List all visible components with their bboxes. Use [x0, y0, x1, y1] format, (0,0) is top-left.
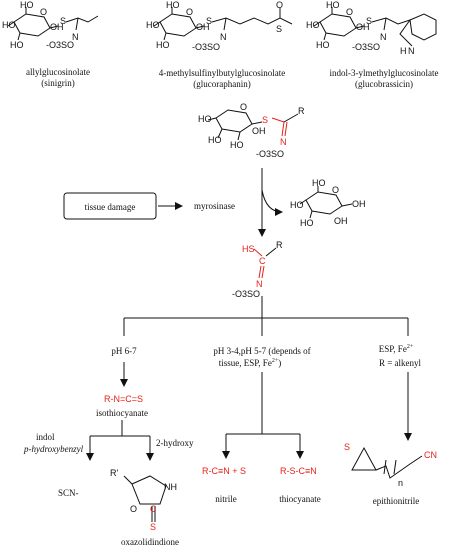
- tissue-damage-box: [63, 192, 157, 220]
- condition-right-line1-group: ESP, Fe2+: [379, 344, 414, 354]
- generic-o: O: [240, 102, 247, 112]
- branch-indol: indol: [36, 432, 55, 442]
- branch-hydroxybenzyl: p-hydroxybenzyl: [23, 444, 84, 454]
- fe-superscript-middle: 2+: [272, 358, 279, 364]
- glucose-o: O: [332, 185, 339, 195]
- aglucone-n: N: [256, 279, 263, 289]
- glucoraphanin-ho-3: HO: [156, 40, 170, 50]
- glucobrassicin-sulfate: -O3SO: [352, 42, 380, 52]
- condition-left: pH 6-7: [111, 346, 137, 356]
- condition-middle-line2: tissue, ESP, Fe: [219, 358, 272, 368]
- tissue-damage-label: tissue damage: [85, 202, 136, 212]
- glucoraphanin-common-name: (glucoraphanin): [193, 79, 250, 89]
- myrosinase-label: myrosinase: [194, 201, 235, 211]
- sinigrin-ho-3: HO: [10, 40, 24, 50]
- nitrile-formula: R-C≡N + S: [202, 466, 246, 476]
- glucobrassicin-ho-2: HO: [306, 20, 320, 30]
- aglucone-c: C: [259, 256, 266, 266]
- glucobrassicin-ho-1: HO: [326, 0, 340, 10]
- sinigrin-oh: OH: [50, 22, 64, 32]
- glucose-ho-2: HO: [290, 200, 304, 210]
- condition-middle-line2-group: tissue, ESP, Fe2+): [219, 358, 281, 368]
- sinigrin-sulfate: -O3SO: [46, 40, 74, 50]
- oxazolidindione-c: C: [150, 504, 157, 514]
- generic-ho-3: HO: [230, 140, 244, 150]
- branch-2-hydroxy: 2-hydroxy: [156, 438, 194, 448]
- glucobrassicin-indole-h: H: [400, 46, 407, 56]
- thiocyanate-formula: R-S-C≡N: [280, 466, 317, 476]
- aglucone-hs: HS: [242, 244, 255, 254]
- glucoraphanin-o: O: [186, 7, 193, 17]
- sinigrin-name: allylglucosinolate: [26, 67, 90, 77]
- generic-s: S: [262, 115, 268, 125]
- glucoraphanin-sulfate: -O3SO: [192, 42, 220, 52]
- sinigrin-o: O: [40, 7, 47, 17]
- glucobrassicin-o: O: [346, 7, 353, 17]
- oxazolidindione-nh: NH: [164, 482, 177, 492]
- glucobrassicin-s: S: [366, 16, 372, 26]
- oxazolidindione-label: oxazolidindione: [121, 537, 179, 547]
- glucobrassicin-oh: OH: [356, 22, 370, 32]
- aglucone-structure: HS C R N -O3SO: [232, 240, 283, 299]
- epithionitrile-structure: S CN n: [344, 442, 437, 488]
- glucobrassicin-name: indol-3-ylmethylglucosinolate: [330, 68, 439, 78]
- glucose-ho-3: HO: [300, 218, 314, 228]
- sinigrin-ho-1: HO: [20, 0, 34, 10]
- scn-product: SCN-: [58, 488, 79, 498]
- oxazolidindione-structure: R' NH O C S: [110, 468, 177, 532]
- glucobrassicin-common-name: (glucobrassicin): [355, 79, 413, 89]
- glucoraphanin-n: N: [220, 32, 227, 42]
- glucose-oh-1: OH: [352, 199, 366, 209]
- epithionitrile-s: S: [344, 442, 350, 452]
- glucose-structure: HO HO HO O OH OH: [290, 178, 366, 228]
- aglucone-sulfate: -O3SO: [232, 289, 260, 299]
- glucoraphanin-oh: OH: [196, 22, 210, 32]
- condition-right-line1: ESP, Fe: [379, 344, 407, 354]
- glucobrassicin-structure: HO HO HO O OH S N -O3SO H N: [306, 0, 437, 56]
- oxazolidindione-s: S: [150, 522, 156, 532]
- glucoraphanin-sulfoxide-o: O: [276, 0, 283, 10]
- generic-ho-2: HO: [208, 135, 222, 145]
- glucobrassicin-n: N: [380, 32, 387, 42]
- epithionitrile-cn: CN: [424, 450, 437, 460]
- glucose-release-arrow: [261, 189, 283, 216]
- thiocyanate-label: thiocyanate: [279, 494, 320, 504]
- generic-ho-1: HO: [198, 114, 212, 124]
- isothiocyanate-formula: R-N=C=S: [104, 394, 143, 404]
- sinigrin-structure: HO HO HO O OH S N -O3SO: [2, 0, 99, 50]
- glucoraphanin-s: S: [206, 16, 212, 26]
- nitrile-label: nitrile: [215, 494, 237, 504]
- sinigrin-ho-2: HO: [2, 20, 16, 30]
- aglucone-r: R: [276, 240, 283, 250]
- glucoraphanin-sulfoxide-s: S: [276, 24, 282, 34]
- epithionitrile-label: epithionitrile: [373, 496, 420, 506]
- generic-oh: OH: [252, 126, 266, 136]
- sinigrin-common-name: (sinigrin): [41, 78, 75, 88]
- glucoraphanin-ho-1: HO: [166, 0, 180, 10]
- generic-r: R: [298, 106, 305, 116]
- glucoraphanin-structure: HO HO HO O OH S N -O3SO S O: [146, 0, 293, 52]
- glucose-oh-2: OH: [334, 216, 348, 226]
- fe-superscript-right: 2+: [407, 344, 414, 350]
- condition-middle-line1: pH 3-4,pH 5-7 (depends of: [213, 346, 310, 356]
- condition-right-line2: R = alkenyl: [379, 358, 422, 368]
- generic-sulfate: -O3SO: [256, 149, 284, 159]
- glucoraphanin-ho-2: HO: [146, 20, 160, 30]
- oxazolidindione-r-prime: R': [110, 468, 118, 478]
- sinigrin-s: S: [60, 16, 66, 26]
- generic-glucosinolate: HO HO HO O OH S R N -O3SO: [198, 102, 305, 159]
- sinigrin-n: N: [72, 32, 79, 42]
- isothiocyanate-label: isothiocyanate: [96, 408, 148, 418]
- close-paren: ): [278, 358, 281, 368]
- glucobrassicin-indole-n: N: [408, 46, 415, 56]
- glucose-ho-1: HO: [312, 178, 326, 188]
- generic-n: N: [280, 137, 287, 147]
- glucobrassicin-ho-3: HO: [316, 40, 330, 50]
- oxazolidindione-o: O: [130, 504, 137, 514]
- epithionitrile-n-subscript: n: [398, 478, 403, 488]
- glucoraphanin-name: 4-methylsulfinylbutylglucosinolate: [159, 68, 285, 78]
